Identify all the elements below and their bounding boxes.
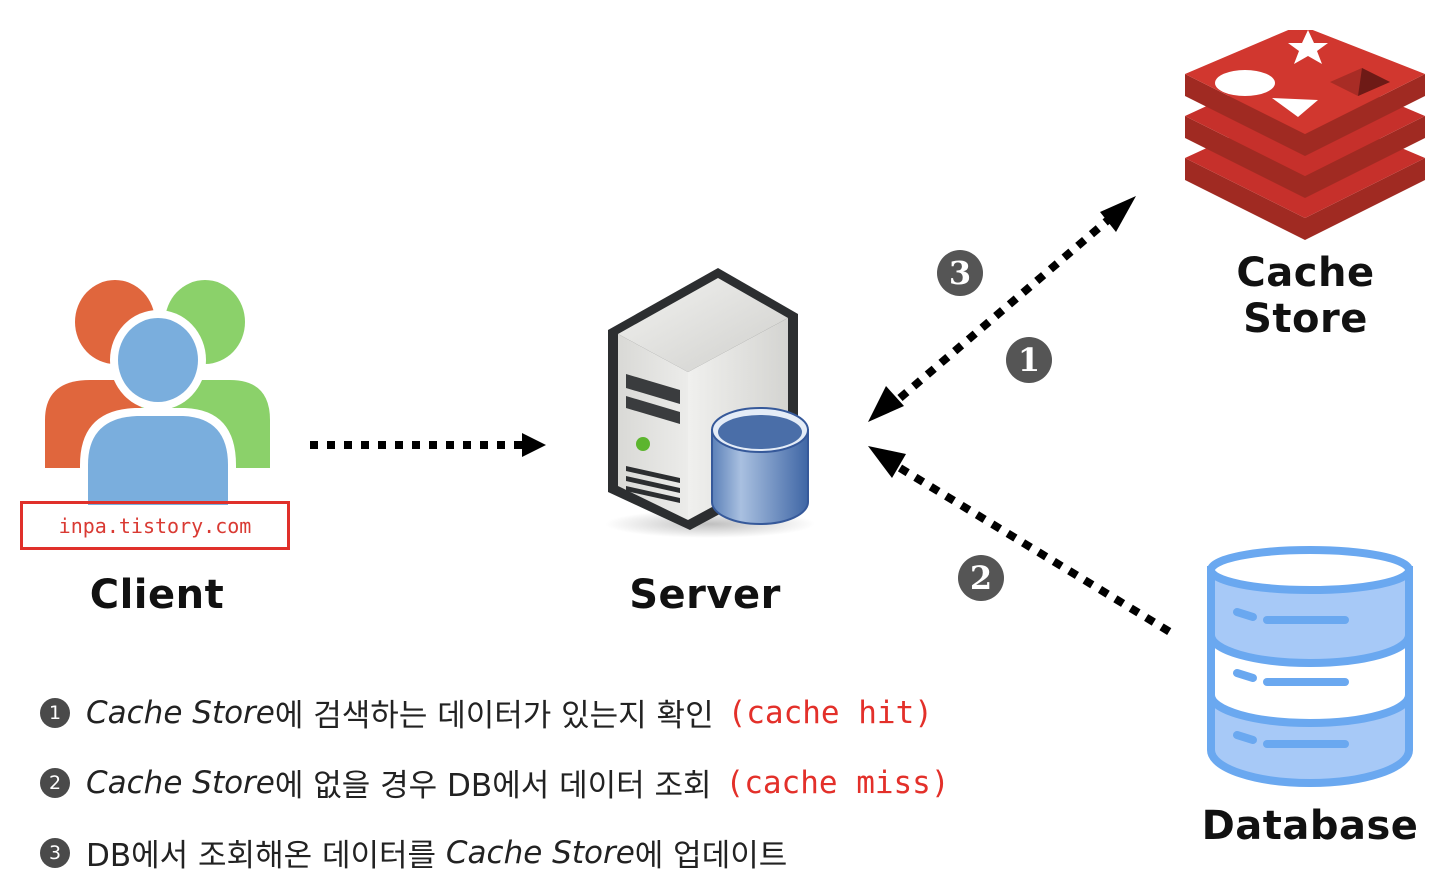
step-badge-3: 3 <box>937 250 983 296</box>
legend-3-entity: Cache Store <box>445 834 635 871</box>
user-blue-icon <box>80 310 236 505</box>
legend-3-text: 에 업데이트 <box>634 838 788 874</box>
step-badge-1: 1 <box>1006 337 1052 383</box>
database-icon <box>1207 546 1413 787</box>
legend-1-text: 에 검색하는 데이터가 있는지 확인 <box>274 698 714 734</box>
cache-server-bidirectional-arrow <box>868 196 1136 422</box>
step-badge-2: 2 <box>958 555 1004 601</box>
legend-2-entity: Cache Store <box>86 764 275 801</box>
legend-number-2-icon: 2 <box>40 767 70 798</box>
client-label: Client <box>89 572 225 618</box>
watermark-box: inpa.tistory.com <box>20 501 290 550</box>
arrowhead-to-server <box>868 386 904 422</box>
client-users-icon <box>45 280 270 505</box>
cache-store-label: Cache Store <box>1236 250 1375 342</box>
legend-2-text: 에 없을 경우 DB에서 데이터 조회 <box>274 768 712 804</box>
arrowhead-to-cache <box>1100 196 1136 232</box>
server-db-cylinder-icon <box>711 407 809 525</box>
ellipse-shape <box>1215 70 1275 96</box>
legend-1-entity: Cache Store <box>86 694 275 731</box>
triangle-shape <box>1272 98 1318 117</box>
watermark-text: inpa.tistory.com <box>58 513 252 538</box>
legend-3-pre: DB에서 조회해온 데이터를 <box>86 838 446 874</box>
power-led-icon <box>636 437 650 451</box>
legend-number-1-icon: 1 <box>40 697 70 728</box>
legend-item-2: 2 Cache Store 에 없을 경우 DB에서 데이터 조회 (cache… <box>40 760 950 805</box>
legend-1-highlight: (cache hit) <box>727 694 933 731</box>
server-icon <box>605 268 815 538</box>
client-to-server-arrow <box>310 433 546 457</box>
database-to-server-arrow <box>868 446 1173 636</box>
legend-number-3-icon: 3 <box>40 837 70 868</box>
legend-item-1: 1 Cache Store 에 검색하는 데이터가 있는지 확인 (cache … <box>40 690 933 735</box>
database-label: Database <box>1201 803 1419 849</box>
cache-store-icon <box>1185 30 1425 240</box>
star-shape <box>1288 30 1328 64</box>
legend-2-highlight: (cache miss) <box>725 764 950 801</box>
legend-item-3: 3 DB에서 조회해온 데이터를 Cache Store 에 업데이트 <box>40 830 787 875</box>
server-label: Server <box>629 572 781 618</box>
